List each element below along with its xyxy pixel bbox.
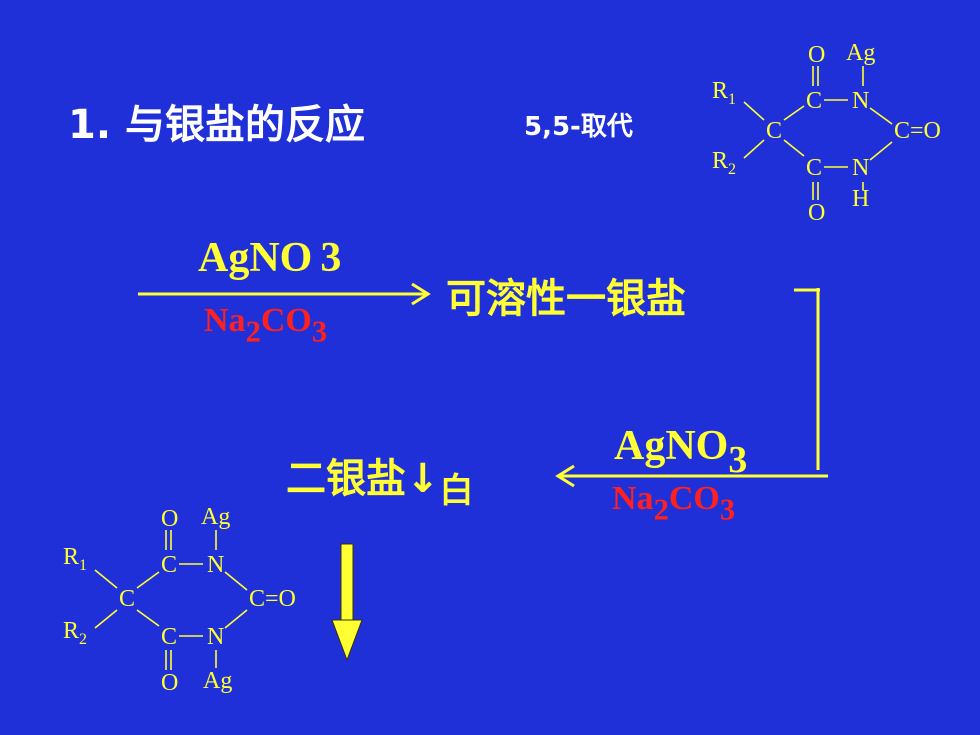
struct-h-bottom: H [852, 186, 869, 212]
struct-n-upper: N [207, 552, 224, 578]
struct-r1-sub: 1 [79, 557, 87, 574]
struct-r2: R [712, 148, 728, 174]
svg-text:R2: R2 [63, 618, 87, 648]
step2-reagent-top: AgNO3 [614, 423, 748, 482]
di-silver-structure: O Ag R1 C N C C=O R2 C N O Ag [63, 504, 296, 696]
struct-r2: R [63, 618, 79, 644]
struct-n-upper: N [852, 88, 869, 114]
struct-o-top: O [161, 506, 178, 532]
step2-reagent-bottom: Na2CO3 [612, 480, 736, 527]
svg-text:R1: R1 [712, 78, 736, 108]
forward-arrow [138, 282, 431, 306]
struct-r1: R [712, 78, 728, 104]
svg-text:R1: R1 [63, 544, 87, 574]
mono-silver-salt-label: 可溶性一银盐 [446, 276, 686, 322]
struct-r2-sub: 2 [79, 631, 87, 648]
struct-ag-top: Ag [846, 40, 875, 66]
struct-o-top: O [808, 42, 825, 68]
struct-o-bottom: O [161, 670, 178, 696]
struct-n-lower: N [207, 624, 224, 650]
struct-ag-top: Ag [201, 504, 230, 530]
svg-text:R2: R2 [712, 148, 736, 178]
struct-r1: R [63, 544, 79, 570]
slide-title: 1. 与银盐的反应 [68, 102, 365, 148]
mono-silver-structure: O Ag R1 C N C C=O R2 C N H O [712, 40, 941, 226]
struct-c-upper: C [806, 88, 822, 114]
di-silver-salt-label: 二银盐↓白 [286, 456, 474, 512]
substitution-label: 5,5-取代 [524, 112, 633, 142]
struct-c-lower: C [161, 624, 177, 650]
struct-o-bottom: O [808, 200, 825, 226]
precipitate-down-arrow [331, 543, 363, 662]
struct-c-center: C [119, 586, 135, 612]
precipitate-arrow: ↓ [406, 456, 440, 502]
struct-r2-sub: 2 [728, 161, 736, 178]
struct-ag-bottom: Ag [203, 668, 232, 694]
struct-c-upper: C [161, 552, 177, 578]
reverse-arrow [555, 464, 828, 488]
struct-r1-sub: 1 [728, 91, 736, 108]
struct-c-lower: C [806, 155, 822, 181]
struct-n-lower: N [852, 155, 869, 181]
struct-c-right: C=O [249, 586, 296, 612]
connector-line [794, 288, 820, 470]
struct-c-right: C=O [894, 118, 941, 144]
struct-c-center: C [766, 118, 782, 144]
precipitate-color: 白 [439, 471, 474, 512]
step1-reagent-bottom: Na2CO3 [204, 302, 328, 349]
